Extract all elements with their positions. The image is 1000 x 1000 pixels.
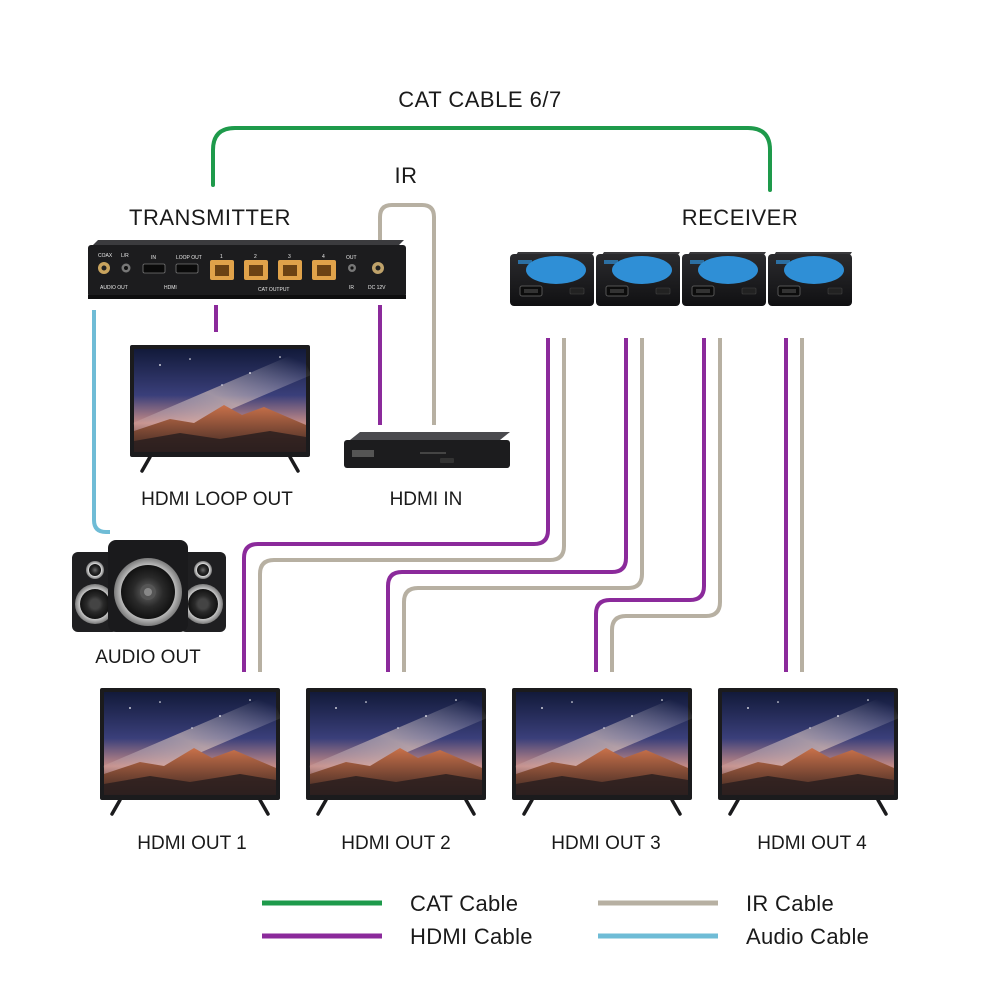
hdmi-out-3-label: HDMI OUT 3 [551,833,660,854]
ir-label: IR [395,163,418,188]
transmitter-device: COAX L/R IN LOOP OUT AUDIO OUT HDMI 1 2 … [88,240,406,299]
transmitter-label: TRANSMITTER [129,205,291,230]
panel-audio-out-label: AUDIO OUT [100,285,128,291]
panel-port-3: 3 [288,254,291,260]
panel-ir-out-label: OUT [346,255,357,261]
hdmi-loop-out-tv [130,345,310,471]
audio-out-label: AUDIO OUT [95,647,201,668]
receiver-label: RECEIVER [682,205,798,230]
legend: CAT Cable HDMI Cable IR Cable Audio Cabl… [262,891,869,949]
panel-port-1: 1 [220,254,223,260]
receiver-unit-1 [509,251,595,307]
hdmi-out1-cable-line [242,338,550,672]
hdmi-out-4-tv [718,688,898,814]
hdmi-out-4-label: HDMI OUT 4 [757,833,867,854]
receiver-unit-2 [595,251,681,307]
hdmi-out-1-label: HDMI OUT 1 [137,833,246,854]
audio-cable-line [92,310,110,534]
receiver-unit-3 [681,251,767,307]
hdmi-out2-cable-line [386,338,628,672]
hdmi-out3-cable-line [594,338,706,672]
ir-out2-cable-line [402,338,644,672]
panel-loop-out-label: LOOP OUT [176,255,202,261]
legend-audio-label: Audio Cable [746,924,869,949]
hdmi-in-player [344,432,510,468]
hdmi-out-1-tv [100,688,280,814]
panel-hdmi-label: HDMI [164,285,177,291]
hdmi-out-2-tv [306,688,486,814]
panel-in-label: IN [151,255,156,261]
panel-port-2: 2 [254,254,257,260]
receiver-unit-4 [767,251,853,307]
hdmi-in-label: HDMI IN [390,489,463,510]
legend-ir-label: IR Cable [746,891,834,916]
hdmi-out-2-label: HDMI OUT 2 [341,833,450,854]
legend-cat-label: CAT Cable [410,891,518,916]
ir-out1-cable-line [258,338,566,672]
panel-port-4: 4 [322,254,325,260]
panel-lr-label: L/R [121,253,129,259]
ir-cable-line [378,203,436,425]
panel-dc-label: DC 12V [368,285,386,291]
legend-hdmi-label: HDMI Cable [410,924,533,949]
hdmi-out-3-tv [512,688,692,814]
ir-out3-cable-line [610,338,722,672]
panel-coax-label: COAX [98,253,113,259]
panel-cat-output-label: CAT OUTPUT [258,287,289,293]
panel-ir-label: IR [349,285,354,291]
cat-cable-title: CAT CABLE 6/7 [398,87,561,112]
hdmi-loop-out-label: HDMI LOOP OUT [141,489,293,510]
cat-cable-line [211,126,772,192]
audio-out-speakers [72,540,226,632]
